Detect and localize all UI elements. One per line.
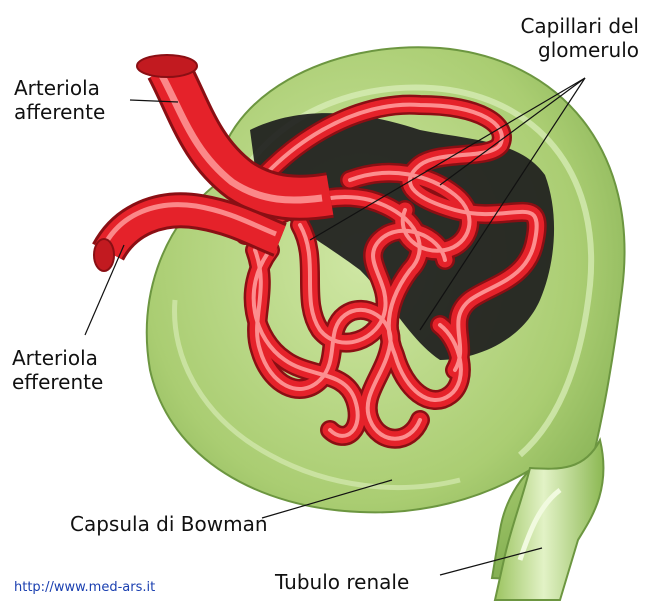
afferent-line1: Arteriola — [14, 76, 105, 100]
label-bowman-capsule: Capsula di Bowman — [70, 512, 268, 536]
efferent-line1: Arteriola — [12, 346, 103, 370]
label-afferent-arteriole: Arteriola afferente — [14, 76, 105, 124]
capillaries-line2: glomerulo — [520, 38, 639, 62]
source-url-link[interactable]: http://www.med-ars.it — [14, 580, 155, 595]
efferent-line2: efferente — [12, 370, 103, 394]
label-glomerular-capillaries: Capillari del glomerulo — [520, 14, 639, 62]
label-efferent-arteriole: Arteriola efferente — [12, 346, 103, 394]
afferent-line2: afferente — [14, 100, 105, 124]
label-renal-tubule: Tubulo renale — [275, 570, 409, 594]
capillaries-line1: Capillari del — [520, 14, 639, 38]
